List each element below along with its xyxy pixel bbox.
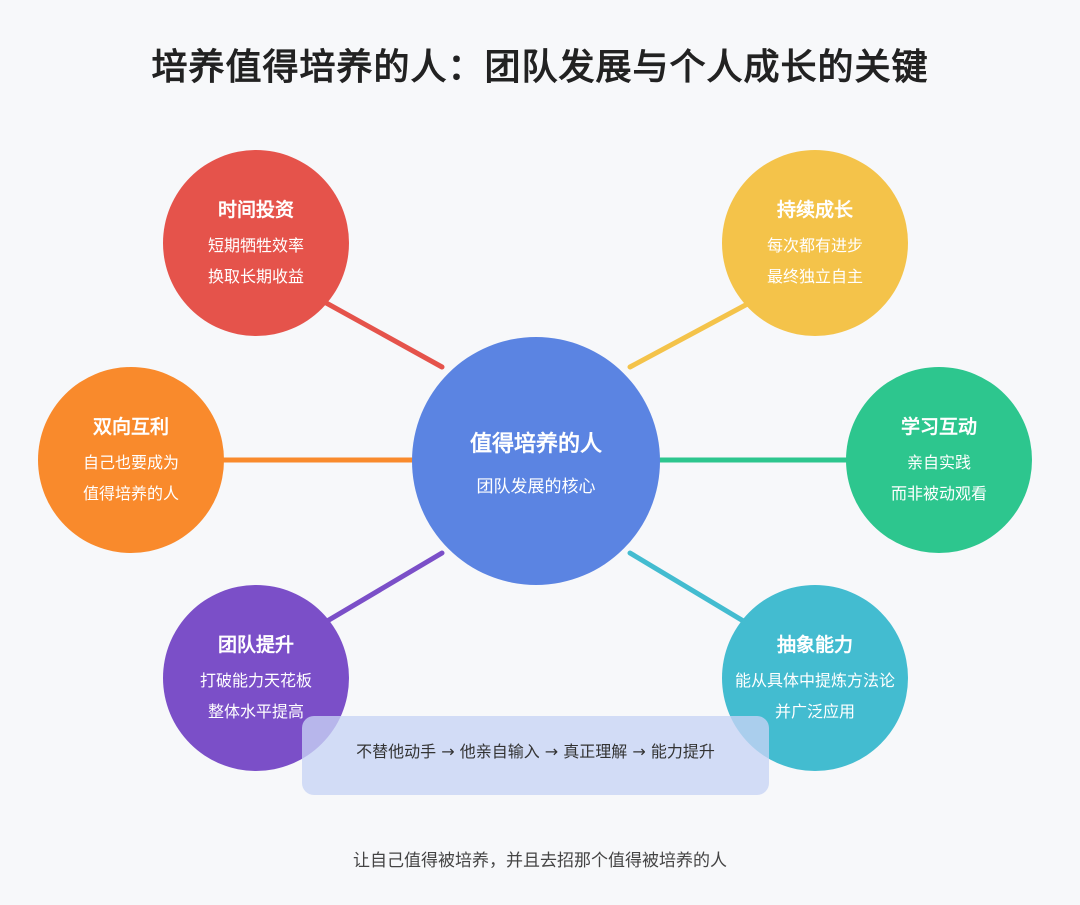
node-mutual-benefit: 双向互利 自己也要成为 值得培养的人 — [38, 367, 224, 553]
node-line: 每次都有进步 — [766, 235, 863, 255]
node-title: 双向互利 — [92, 415, 169, 438]
connector-time — [307, 291, 445, 370]
node-title: 时间投资 — [217, 198, 294, 221]
node-line: 换取长期收益 — [207, 266, 304, 286]
process-flow-text: 不替他动手 → 他亲自输入 → 真正理解 → 能力提升 — [356, 742, 715, 761]
footer-caption: 让自己值得被培养，并且去招那个值得被培养的人 — [353, 851, 727, 871]
node-line: 短期牺牲效率 — [207, 235, 304, 255]
node-line: 最终独立自主 — [766, 266, 863, 286]
node-continuous-growth: 持续成长 每次都有进步 最终独立自主 — [722, 150, 908, 336]
connector-growth — [627, 291, 769, 370]
node-time-investment: 时间投资 短期牺牲效率 换取长期收益 — [163, 150, 349, 336]
process-flow-box: 不替他动手 → 他亲自输入 → 真正理解 → 能力提升 — [302, 716, 769, 795]
center-title: 值得培养的人 — [469, 431, 602, 457]
center-subtitle: 团队发展的核心 — [476, 476, 596, 497]
node-line: 值得培养的人 — [82, 483, 179, 503]
page-title: 培养值得培养的人：团队发展与个人成长的关键 — [151, 47, 929, 88]
node-line: 打破能力天花板 — [199, 670, 312, 690]
node-title: 抽象能力 — [776, 633, 853, 656]
node-line: 整体水平提高 — [207, 701, 304, 721]
node-line: 亲自实践 — [906, 452, 971, 472]
node-line: 并广泛应用 — [774, 701, 855, 721]
node-title: 持续成长 — [776, 198, 853, 221]
node-line: 能从具体中提炼方法论 — [734, 670, 895, 690]
center-node: 值得培养的人 团队发展的核心 — [412, 337, 660, 585]
node-line: 而非被动观看 — [890, 483, 987, 503]
node-learning-interaction: 学习互动 亲自实践 而非被动观看 — [846, 367, 1032, 553]
node-title: 学习互动 — [900, 415, 977, 438]
node-title: 团队提升 — [217, 633, 294, 656]
node-line: 自己也要成为 — [82, 452, 179, 472]
